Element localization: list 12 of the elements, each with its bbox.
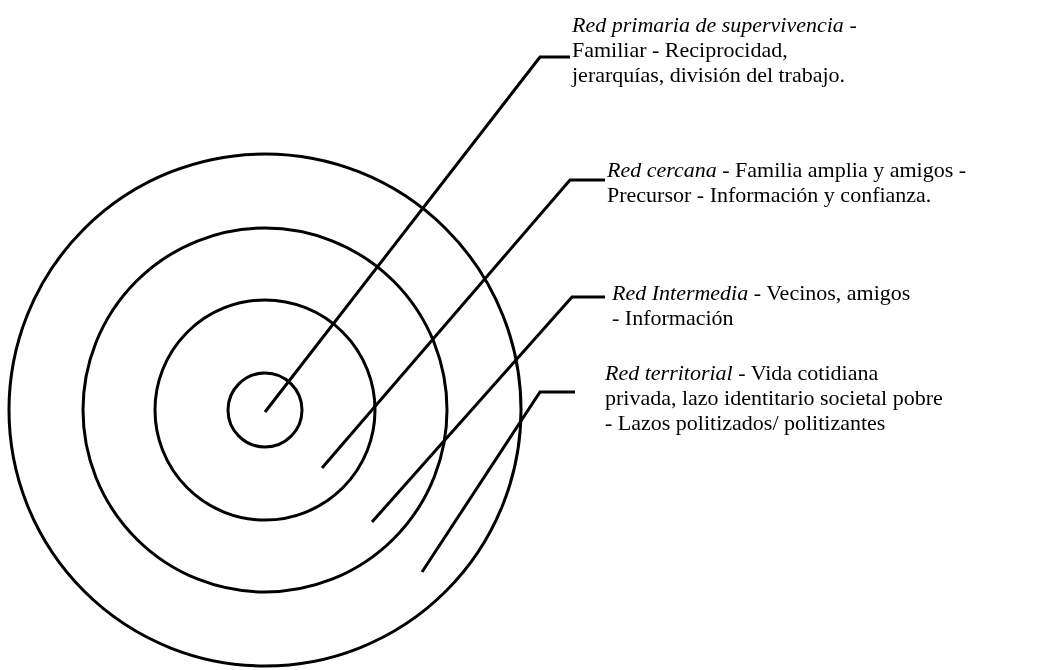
- ring-description: Red primaria de supervivencia - Familiar - Reciprocidad, jerarquías, división del trabajo.: [572, 12, 872, 87]
- leader-line: [370, 295, 605, 523]
- ring: [7, 152, 523, 668]
- leader-line: [263, 55, 570, 413]
- ring-description: Red territorial - Vida cotidiana privada, lazo identitario societal pobre - Lazos politizados/ politizantes: [605, 360, 945, 435]
- ring: [226, 371, 304, 449]
- leader-line: [420, 390, 575, 573]
- leader-line: [320, 178, 605, 469]
- ring-description: Red Intermedia - Vecinos, amigos - Información: [612, 280, 912, 330]
- ring-description: Red cercana - Familia amplia y amigos - Precursor - Información y confianza.: [607, 157, 1047, 207]
- ring: [153, 298, 377, 522]
- ring: [81, 226, 449, 594]
